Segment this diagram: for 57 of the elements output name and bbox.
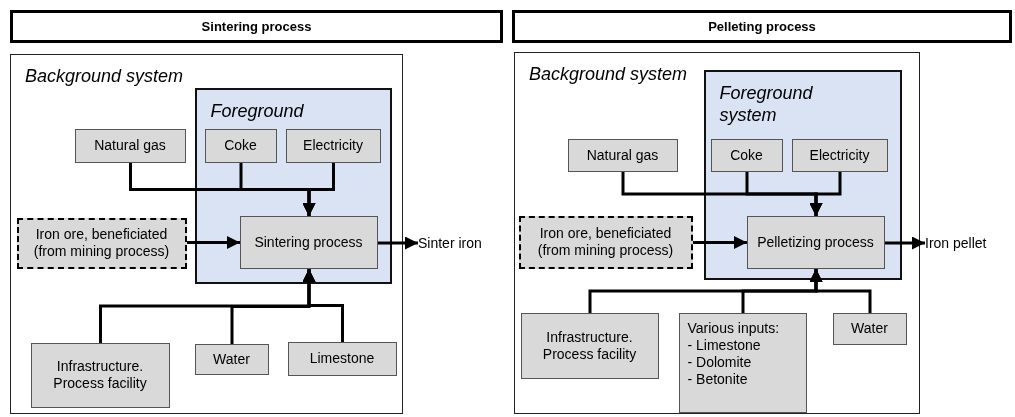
arrow	[378, 236, 418, 250]
box-label: Water	[213, 350, 250, 368]
box-label: Natural gas	[94, 137, 166, 154]
input-box	[194, 343, 269, 375]
foreground-boundary	[194, 87, 392, 284]
list-line: - Dolomite	[687, 353, 752, 371]
boundary-title: Background system	[25, 65, 184, 87]
arrow	[302, 163, 335, 216]
arrow	[809, 269, 872, 313]
input-box	[285, 128, 381, 163]
section-header	[512, 10, 1012, 43]
box-label: Limestone	[309, 350, 375, 367]
boundary-title: Foreground system	[719, 81, 814, 126]
arrow	[885, 236, 925, 250]
box-label: Coke	[224, 137, 257, 154]
box-label: Electricity	[303, 137, 363, 154]
box-label: Coke	[730, 146, 763, 164]
input-box	[30, 342, 170, 408]
output-label: Iron pellet	[925, 230, 1005, 256]
arrow	[302, 269, 344, 342]
header-title: Pelleting process	[708, 19, 816, 34]
input-box	[520, 312, 659, 379]
process-box	[239, 215, 378, 269]
system-boundary	[10, 54, 403, 414]
system-boundary	[514, 52, 920, 414]
box-label: Natural gas	[586, 146, 659, 164]
list-line: - Limestone	[687, 336, 761, 354]
input-box	[832, 312, 907, 345]
list-line: Various inputs:	[687, 319, 780, 337]
box-label: Sintering process	[254, 233, 363, 251]
input-box	[567, 138, 678, 172]
list-line: - Betonite	[687, 370, 748, 388]
box-label: Iron ore, beneficiated (from mining process)	[536, 225, 675, 259]
arrow	[693, 236, 747, 249]
box-label: Pelletizing process	[757, 233, 874, 251]
external-input-box	[16, 217, 187, 269]
arrow	[809, 172, 842, 216]
section-header	[10, 10, 503, 43]
boundary-title: Background system	[529, 63, 688, 85]
external-input-box	[518, 215, 693, 269]
arrow	[187, 236, 240, 249]
process-box	[746, 215, 885, 269]
input-box	[74, 128, 186, 163]
box-label: Electricity	[809, 146, 870, 164]
foreground-boundary	[703, 69, 902, 280]
input-box	[287, 341, 397, 376]
boundary-title: Foreground	[210, 99, 304, 122]
input-box	[710, 138, 783, 172]
output-label: Sinter iron	[418, 230, 498, 256]
input-box	[791, 138, 888, 172]
header-title: Sintering process	[201, 19, 312, 34]
box-label: Iron ore, beneficiated (from mining process)	[32, 226, 171, 260]
input-box	[204, 128, 277, 163]
box-label: Infrastructure. Process facility	[52, 358, 148, 392]
box-label: Infrastructure. Process facility	[541, 328, 638, 363]
box-label: Water	[851, 320, 888, 337]
input-box	[678, 312, 807, 413]
